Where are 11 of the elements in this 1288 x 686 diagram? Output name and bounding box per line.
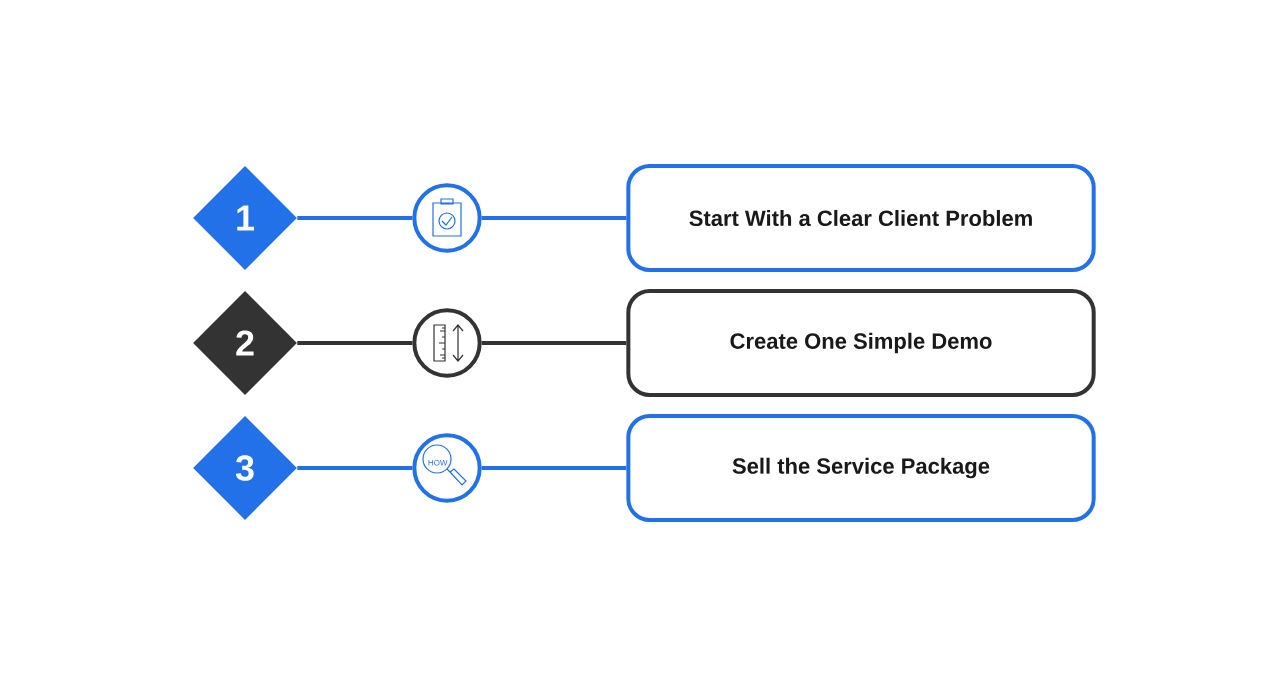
connector-line — [297, 341, 413, 345]
connector-line — [481, 216, 627, 220]
connector-line — [481, 466, 627, 470]
step-box: Start With a Clear Client Problem — [626, 164, 1096, 272]
icon-circle — [412, 308, 482, 378]
step-box: Sell the Service Package — [626, 414, 1096, 522]
step-box: Create One Simple Demo — [626, 289, 1096, 397]
icon-circle — [412, 183, 482, 253]
connector-line — [297, 216, 413, 220]
connector-line — [297, 466, 413, 470]
connector-line — [481, 341, 627, 345]
